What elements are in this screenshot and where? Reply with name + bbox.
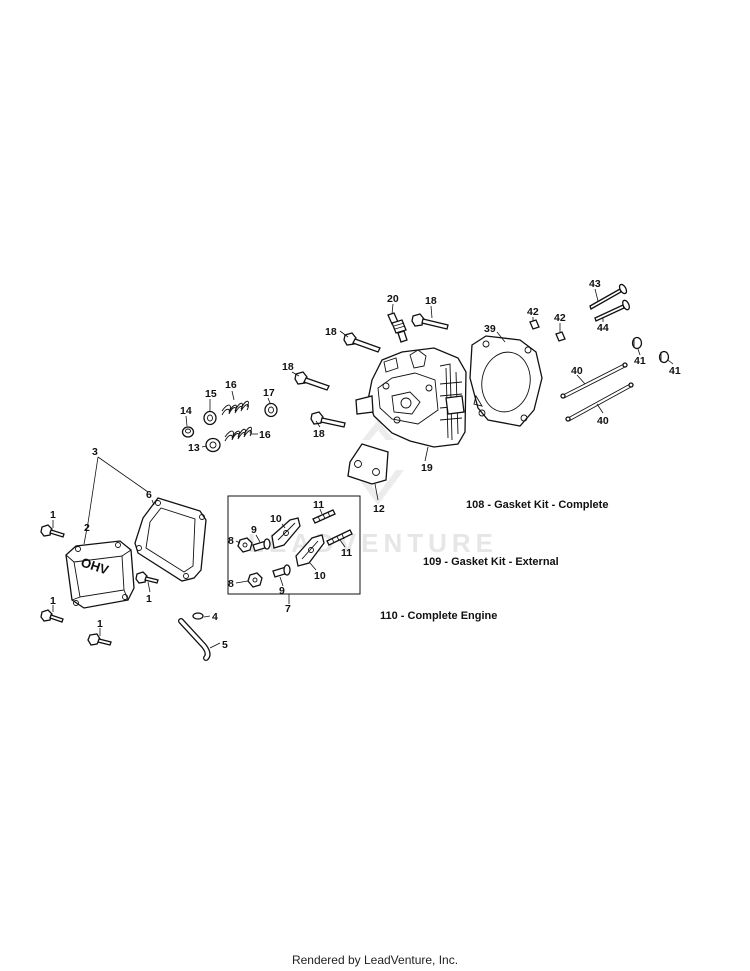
callout-42b: 42 (554, 312, 566, 324)
callout-10b: 10 (314, 570, 326, 582)
callout-44: 44 (597, 322, 609, 334)
callout-7: 7 (285, 603, 291, 615)
callout-labels: 1 1 1 1 2 3 4 5 6 7 8 8 9 9 10 10 11 11 … (50, 278, 681, 651)
valve-cover-gasket[interactable] (134, 497, 207, 582)
callout-19: 19 (421, 462, 433, 474)
callout-14: 14 (180, 405, 192, 417)
push-rod-40b[interactable] (565, 382, 634, 422)
rocker-stud-11b[interactable] (326, 529, 353, 546)
valve-cap-41b[interactable] (658, 350, 670, 364)
bolt-1c[interactable] (87, 633, 112, 646)
callout-16a: 16 (225, 379, 237, 391)
callout-4: 4 (212, 611, 218, 623)
valve-keeper-42a[interactable] (529, 319, 540, 330)
valve-washer[interactable] (205, 437, 221, 453)
valve-cover[interactable]: OHV (65, 540, 135, 609)
bolt-1d[interactable] (135, 571, 159, 584)
callout-9a: 9 (251, 524, 257, 536)
callout-11a: 11 (313, 499, 324, 511)
callout-18a: 18 (425, 295, 437, 307)
valve-spring-16b[interactable] (224, 426, 252, 442)
callout-3: 3 (92, 446, 98, 458)
callout-12: 12 (373, 503, 385, 515)
valve-spring-retainer[interactable] (181, 426, 195, 438)
callout-18c: 18 (282, 361, 294, 373)
callout-2: 2 (84, 522, 90, 534)
callout-43: 43 (589, 278, 601, 290)
callout-11b: 11 (341, 547, 352, 559)
callout-10a: 10 (270, 513, 282, 525)
breather-tube[interactable] (178, 618, 211, 661)
callout-40b: 40 (597, 415, 609, 427)
valve-cap-41a[interactable] (631, 336, 643, 350)
cylinder-head-gasket[interactable] (469, 335, 543, 427)
callout-16b: 16 (259, 429, 271, 441)
callout-5: 5 (222, 639, 228, 651)
callout-17: 17 (263, 387, 275, 399)
callout-39: 39 (484, 323, 496, 335)
callout-1a: 1 (50, 509, 56, 521)
spark-plug[interactable] (387, 312, 408, 343)
kit-labels: 108 - Gasket Kit - Complete 109 - Gasket… (380, 499, 608, 622)
valve-spring-16a[interactable] (221, 400, 249, 416)
callout-20: 20 (387, 293, 399, 305)
bolt-1b[interactable] (40, 609, 64, 623)
head-bolt-18a[interactable] (411, 313, 449, 330)
callout-18d: 18 (313, 428, 325, 440)
bolt-1a[interactable] (40, 524, 65, 538)
kit-gasket-external[interactable]: 109 - Gasket Kit - External (423, 556, 559, 568)
callout-41a: 41 (634, 355, 646, 367)
rocker-nut-8a[interactable] (237, 537, 253, 553)
callout-41b: 41 (669, 365, 681, 377)
rocker-pivot-9a[interactable] (252, 538, 271, 552)
callout-9b: 9 (279, 585, 285, 597)
callout-15: 15 (205, 388, 217, 400)
leader-lines (52, 288, 674, 649)
rocker-arm-10b[interactable] (295, 534, 325, 567)
rocker-arm-10a[interactable] (271, 517, 301, 549)
valve-spring-seat[interactable] (203, 410, 217, 426)
exhaust-port-gasket[interactable] (347, 443, 389, 485)
rocker-nut-8b[interactable] (247, 572, 263, 588)
callout-8b: 8 (228, 578, 234, 590)
push-rod-40a[interactable] (560, 362, 628, 399)
valve-keeper-42b[interactable] (555, 331, 566, 342)
callout-42a: 42 (527, 306, 539, 318)
kit-gasket-complete[interactable]: 108 - Gasket Kit - Complete (466, 499, 608, 511)
callout-6: 6 (146, 489, 152, 501)
exhaust-valve[interactable] (594, 299, 631, 322)
valve-stem-seal[interactable] (264, 402, 278, 418)
callout-1b: 1 (50, 595, 56, 607)
rocker-stud-11a[interactable] (312, 509, 336, 524)
callout-1c: 1 (97, 618, 103, 630)
callout-1d: 1 (146, 593, 152, 605)
callout-40a: 40 (571, 365, 583, 377)
callout-8a: 8 (228, 535, 234, 547)
head-bolt-18d[interactable] (310, 411, 346, 428)
intake-valve[interactable] (589, 283, 628, 310)
rocker-pivot-9b[interactable] (272, 564, 291, 578)
hose-clamp[interactable] (192, 612, 204, 620)
head-bolt-18c[interactable] (294, 371, 330, 391)
callout-18b: 18 (325, 326, 337, 338)
callout-13: 13 (188, 442, 200, 454)
head-bolt-18b[interactable] (343, 332, 381, 353)
rocker-arm-kit-box (227, 495, 361, 595)
kit-complete-engine[interactable]: 110 - Complete Engine (380, 610, 497, 622)
footer-credit: Rendered by LeadVenture, Inc. (291, 953, 459, 967)
cylinder-head[interactable] (355, 347, 467, 448)
